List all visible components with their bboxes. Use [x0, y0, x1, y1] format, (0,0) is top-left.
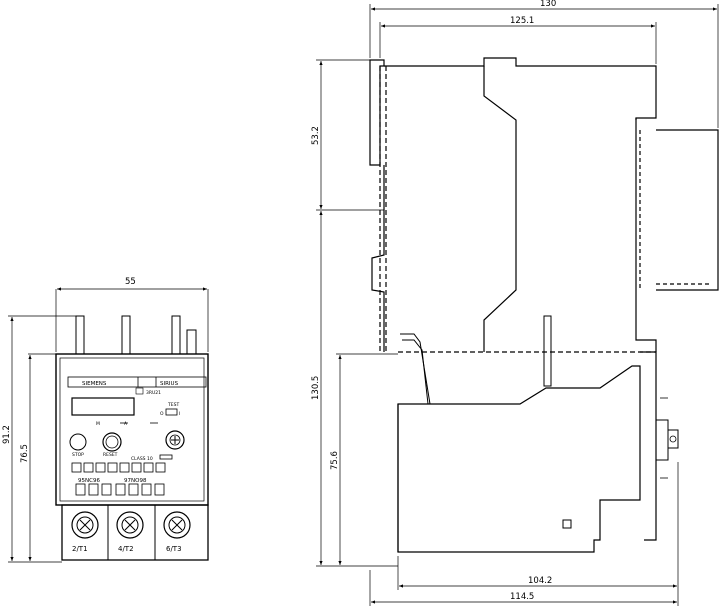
dim-side-width-total: 130 [540, 0, 556, 9]
front-view-labels: SIEMENS SIRIUS 3RU21 TEST O I M A STOP R… [72, 381, 182, 553]
test-label: TEST [167, 402, 179, 408]
mode-a-label: A [124, 421, 128, 427]
dim-front-height-total: 91.2 [2, 425, 12, 444]
bottom-terminal-block [61, 504, 209, 561]
terminal-t2-label: 4/T2 [118, 545, 134, 553]
terminal-t1-label: 2/T1 [72, 545, 88, 553]
series-label: SIRIUS [160, 381, 179, 387]
test-o-label: O [160, 411, 164, 417]
reset-label: RESET [103, 452, 118, 458]
aux-no-label: 97NO98 [124, 478, 147, 484]
dim-side-depth-2: 114.5 [510, 592, 534, 602]
aux-contacts [71, 462, 166, 496]
terminal-screws [71, 511, 191, 539]
stop-label: STOP [72, 452, 84, 458]
side-view [369, 57, 719, 553]
nameplate [67, 376, 207, 388]
mode-m-label: M [96, 421, 100, 427]
side-view-dimensions [316, 4, 719, 606]
setting-scale [71, 397, 135, 416]
current-adjust-dial [165, 430, 185, 450]
test-slide [165, 408, 178, 416]
dim-side-height-lower: 130.5 [311, 376, 321, 400]
front-view-dimensions [8, 287, 209, 563]
model-label: 3RU21 [146, 390, 161, 396]
dim-side-height-body: 75.6 [330, 451, 340, 470]
dim-side-height-upper: 53.2 [311, 126, 321, 145]
terminal-t3-label: 6/T3 [166, 545, 182, 553]
dim-front-height-body: 76.5 [20, 444, 30, 463]
front-view [55, 315, 209, 561]
front-top-terminals [75, 315, 197, 355]
dim-side-depth-1: 104.2 [528, 576, 552, 586]
class-label: CLASS 10 [131, 456, 153, 462]
stop-button [69, 433, 87, 451]
dim-side-width-inner: 125.1 [510, 16, 534, 26]
reset-button [102, 432, 122, 452]
dim-front-width: 55 [125, 277, 136, 287]
aux-nc-label: 95NC96 [78, 478, 100, 484]
brand-label: SIEMENS [82, 381, 107, 387]
test-i-label: I [179, 411, 180, 417]
